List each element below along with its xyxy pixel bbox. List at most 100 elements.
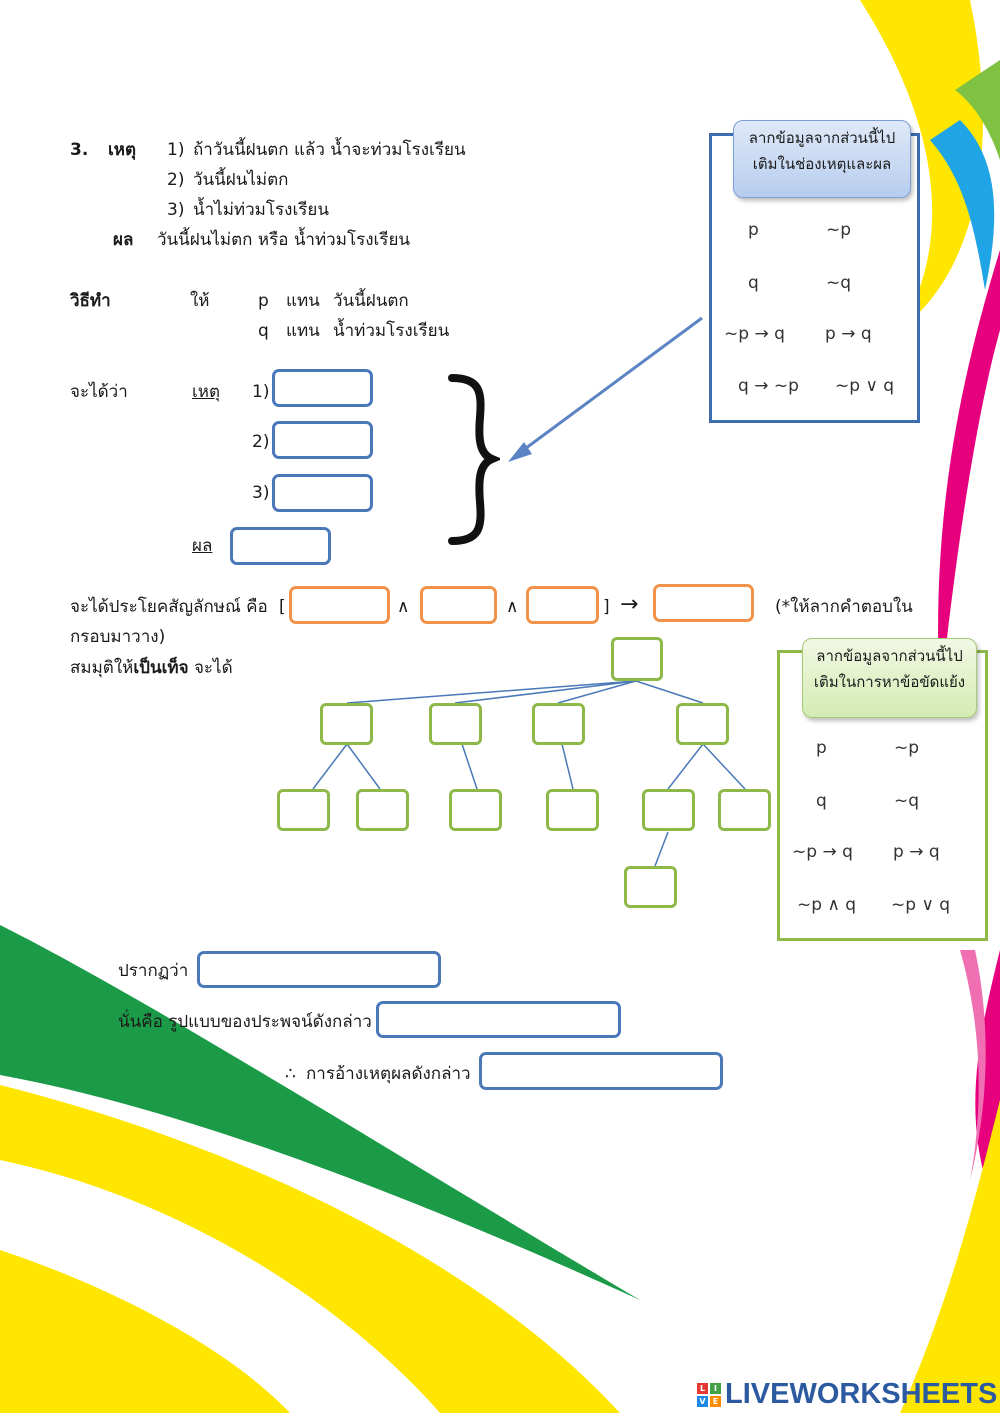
let-label: ให้ [190, 291, 210, 311]
var-q-meaning: น้ำท่วมโรงเรียน [333, 321, 450, 341]
bottom-token-notp-imp-q[interactable]: ~p → q [792, 842, 853, 862]
assume-line: สมมุติให้เป็นเท็จ จะได้ [70, 657, 233, 679]
premise-2-num: 2) [167, 170, 185, 190]
and-symbol-1: ∧ [397, 597, 410, 617]
bottom-token-notp-or-q[interactable]: ~p ∨ q [891, 895, 951, 915]
close-bracket: ] [603, 597, 610, 617]
var-q-stands: แทน [286, 321, 320, 341]
top-token-p[interactable]: p [748, 220, 759, 240]
derive-num-2: 2) [252, 432, 270, 452]
yellow-swirl-bottom [0, 1085, 620, 1413]
var-p-stands: แทน [286, 291, 320, 311]
tree-node-1[interactable] [320, 703, 373, 745]
derive-premise-label: เหตุ [192, 382, 221, 402]
top-token-q[interactable]: q [748, 273, 759, 293]
symbolic-note-2: กรอบมาวาง) [70, 627, 166, 647]
var-q-symbol: q [258, 321, 269, 341]
tree-leaf-4[interactable] [546, 789, 599, 831]
tree-leaf-2[interactable] [356, 789, 409, 831]
appears-label: ปรากฏว่า [118, 961, 189, 981]
assume-prefix: สมมุติให้ [70, 658, 134, 678]
implies-arrow: → [620, 592, 639, 617]
premise-1-text: ถ้าวันนี้ฝนตก แล้ว น้ำจะท่วมโรงเรียน [193, 140, 466, 160]
liveworksheets-logo: L I V E LIVEWORKSHEETS [697, 1378, 997, 1411]
and-symbol-2: ∧ [506, 597, 519, 617]
logo-letter: V [697, 1395, 708, 1407]
therefore-label: การอ้างเหตุผลดังกล่าว [306, 1064, 471, 1084]
premise-1-drop-box[interactable] [272, 369, 373, 407]
top-token-notp-or-q[interactable]: ~p ∨ q [835, 376, 895, 396]
bottom-token-p[interactable]: p [816, 738, 827, 758]
top-token-q-imp-notp[interactable]: q → ~p [738, 376, 799, 396]
bottom-token-not-q[interactable]: ~q [894, 791, 920, 811]
top-token-p-imp-q[interactable]: p → q [825, 324, 872, 344]
top-token-not-q[interactable]: ~q [826, 273, 852, 293]
conclusion-text: วันนี้ฝนไม่ตก หรือ น้ำท่วมโรงเรียน [157, 230, 411, 250]
question-number: 3. [70, 140, 89, 160]
logo-letter: L [697, 1382, 708, 1394]
therefore-symbol: ∴ [285, 1064, 296, 1084]
bottom-panel-callout: ลากข้อมูลจากส่วนนี้ไป เติมในการหาข้อขัดแ… [802, 638, 977, 718]
pink-swirl-right [960, 950, 986, 1180]
logo-letter: I [710, 1382, 721, 1394]
form-drop-box[interactable] [376, 1001, 621, 1038]
pointer-arrow [508, 316, 703, 462]
symbolic-box-3[interactable] [526, 586, 599, 624]
bottom-token-p-imp-q[interactable]: p → q [893, 842, 940, 862]
premise-3-text: น้ำไม่ท่วมโรงเรียน [193, 200, 329, 220]
assume-suffix: จะได้ [188, 658, 233, 678]
logo-letter: E [710, 1395, 721, 1407]
symbolic-box-2[interactable] [420, 586, 497, 624]
premise-2-drop-box[interactable] [272, 421, 373, 459]
yellow-swirl-right [900, 1100, 1000, 1413]
bottom-token-notp-and-q[interactable]: ~p ∧ q [797, 895, 857, 915]
top-callout-line1: ลากข้อมูลจากส่วนนี้ไป [748, 129, 896, 147]
derive-num-3: 3) [252, 483, 270, 503]
therefore-drop-box[interactable] [479, 1052, 723, 1090]
top-panel-callout: ลากข้อมูลจากส่วนนี้ไป เติมในช่องเหตุและผ… [733, 120, 911, 198]
symbolic-box-1[interactable] [289, 586, 390, 624]
tree-leaf-3[interactable] [449, 789, 502, 831]
assume-bold: เป็นเท็จ [133, 658, 189, 678]
bottom-token-q[interactable]: q [816, 791, 827, 811]
tree-leaf-1[interactable] [277, 789, 330, 831]
conclusion-label: ผล [113, 230, 134, 250]
logo-mark-icon: L I V E [697, 1382, 721, 1407]
tree-leaf-7[interactable] [624, 866, 677, 908]
derive-label: จะได้ว่า [70, 382, 128, 402]
symbolic-conclusion-box[interactable] [653, 584, 754, 622]
top-callout-line2: เติมในช่องเหตุและผล [752, 155, 892, 173]
tree-root-box[interactable] [611, 637, 663, 681]
symbolic-label: จะได้ประโยคสัญลักษณ์ คือ [70, 597, 268, 617]
method-label: วิธีทำ [70, 291, 111, 311]
tree-node-2[interactable] [429, 703, 482, 745]
bottom-token-not-p[interactable]: ~p [894, 738, 920, 758]
brand-name: LIVEWORKSHEETS [725, 1378, 998, 1410]
conclusion-drop-box[interactable] [230, 527, 331, 565]
tree-leaf-5[interactable] [642, 789, 695, 831]
bottom-callout-line1: ลากข้อมูลจากส่วนนี้ไป [816, 647, 963, 665]
magenta-swirl-right [938, 250, 1000, 700]
symbolic-note-1: (*ให้ลากคำตอบใน [775, 597, 913, 617]
premise-3-drop-box[interactable] [272, 474, 373, 512]
var-p-meaning: วันนี้ฝนตก [333, 291, 409, 311]
tree-node-4[interactable] [676, 703, 729, 745]
yellow-swirl-top [860, 0, 983, 330]
premise-3-num: 3) [167, 200, 185, 220]
green-swirl-bottom [0, 925, 640, 1300]
premise-label: เหตุ [108, 140, 137, 160]
top-token-notp-imp-q[interactable]: ~p → q [724, 324, 785, 344]
tree-node-3[interactable] [532, 703, 585, 745]
appears-drop-box[interactable] [197, 951, 441, 988]
open-bracket: [ [279, 597, 286, 617]
var-p-symbol: p [258, 291, 269, 311]
green-swirl-top [955, 60, 1000, 160]
derive-num-1: 1) [252, 382, 270, 402]
premise-2-text: วันนี้ฝนไม่ตก [193, 170, 289, 190]
top-token-not-p[interactable]: ~p [826, 220, 852, 240]
form-label: นั่นคือ รูปแบบของประพจน์ดังกล่าว [118, 1012, 372, 1032]
bottom-callout-line2: เติมในการหาข้อขัดแย้ง [813, 673, 966, 691]
tree-leaf-6[interactable] [718, 789, 771, 831]
